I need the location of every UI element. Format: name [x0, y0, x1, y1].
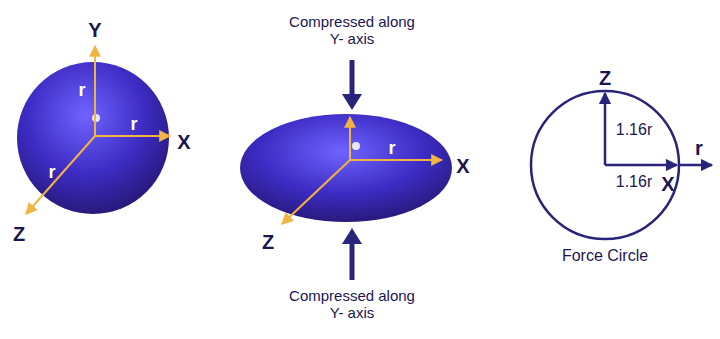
- axis-label: Y: [88, 19, 101, 42]
- axis-label: X: [661, 173, 674, 196]
- radius-label: 1.16r: [616, 121, 652, 139]
- compression-note: Compressed along Y- axis: [287, 13, 417, 48]
- axis-label: Z: [262, 231, 274, 254]
- force-circle: [531, 91, 712, 239]
- radius-label: r: [695, 137, 703, 160]
- radius-label: r: [78, 80, 85, 101]
- axis-label: X: [456, 155, 469, 178]
- ellipsoid: [240, 114, 452, 224]
- radius-label: r: [130, 114, 137, 135]
- axis-label: Z: [13, 223, 25, 246]
- compression-note: Compressed along Y- axis: [287, 287, 417, 322]
- caption-label: Force Circle: [562, 247, 648, 265]
- radius-label: r: [48, 162, 55, 183]
- radius-label: r: [388, 138, 395, 159]
- axis-label: X: [177, 131, 190, 154]
- radius-label: 1.16r: [616, 173, 652, 191]
- sphere: [17, 46, 170, 214]
- axis-label: Z: [599, 67, 611, 90]
- compression-arrows: [342, 60, 362, 280]
